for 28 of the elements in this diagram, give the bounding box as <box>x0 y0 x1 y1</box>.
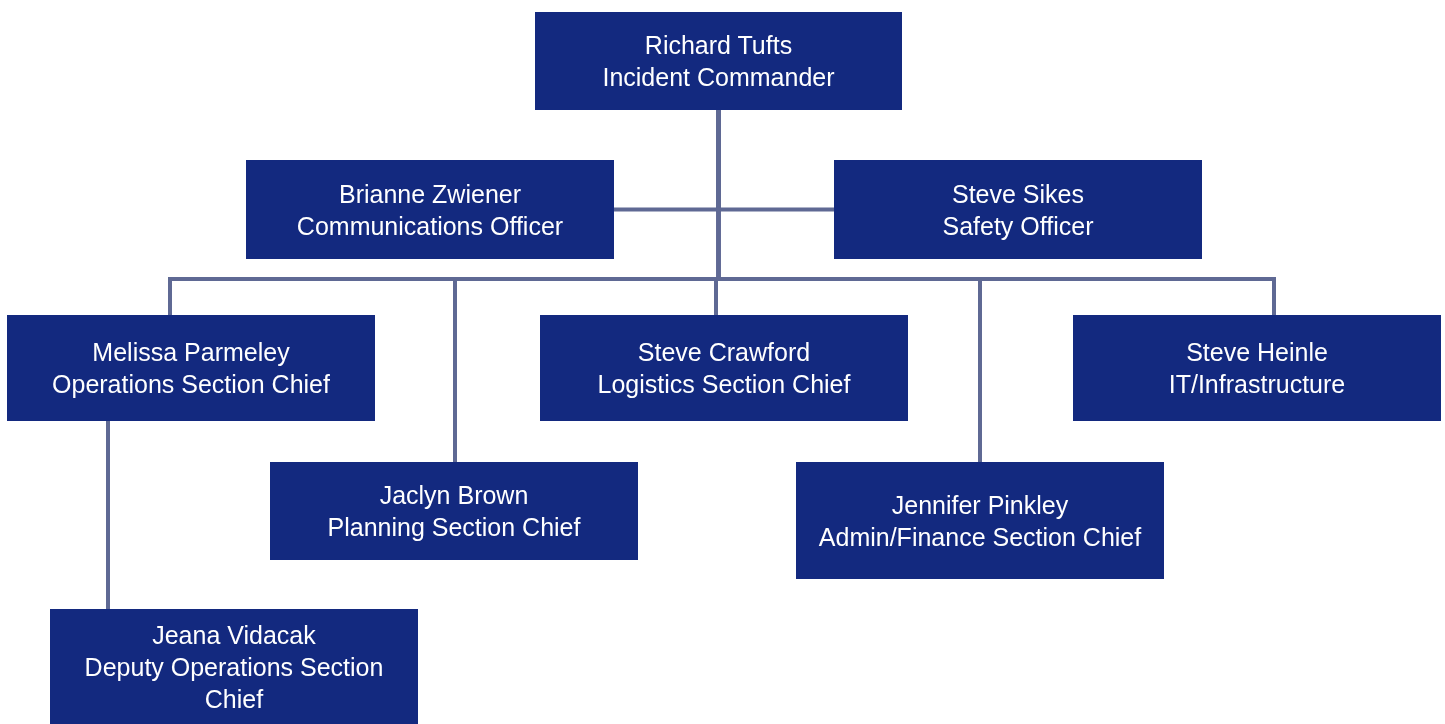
position-box <box>540 315 908 421</box>
position-box <box>50 609 418 724</box>
position-label: Steve Sikes <box>952 178 1084 210</box>
position-label: Jennifer Pinkley <box>891 489 1069 521</box>
position-label: Steve Heinle <box>1186 337 1328 368</box>
position-label: Steve Crawford <box>637 337 811 368</box>
position-label: Safety Officer <box>942 210 1094 242</box>
position-box <box>246 160 614 259</box>
position-label: Operations Section Chief <box>52 369 330 400</box>
position-label: Admin/Finance Section Chief <box>818 521 1142 553</box>
position-label: Jaclyn Brown <box>379 480 529 511</box>
position-label: Incident Commander <box>602 62 835 93</box>
position-box <box>796 462 1164 579</box>
position-label: Jeana Vidacak <box>152 619 316 651</box>
position-label: Communications Officer <box>296 210 564 242</box>
position-label: Planning Section Chief <box>327 512 581 543</box>
position-label: IT/Infrastructure <box>1168 369 1346 400</box>
position-box <box>270 462 638 560</box>
position-label: Melissa Parmeley <box>92 337 290 368</box>
position-box <box>535 12 902 110</box>
position-label: Richard Tufts <box>644 30 793 61</box>
connector-line <box>106 421 110 609</box>
position-box <box>834 160 1202 259</box>
position-label: Deputy Operations Section Chief <box>83 651 385 715</box>
position-box <box>1073 315 1441 421</box>
position-label: Brianne Zwiener <box>339 178 521 210</box>
position-label: Logistics Section Chief <box>597 369 851 400</box>
position-box <box>7 315 375 421</box>
